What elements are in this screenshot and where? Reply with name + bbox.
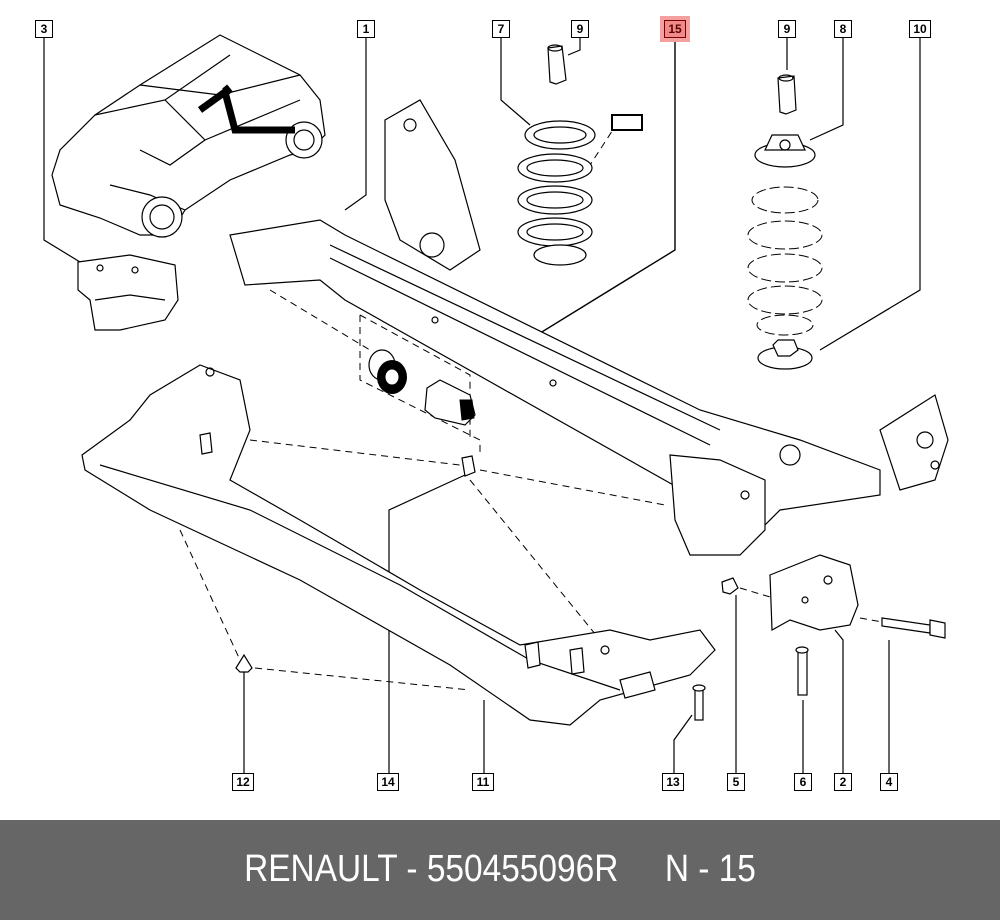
part-12-clip: [235, 653, 253, 673]
callout-9[interactable]: 9: [571, 20, 589, 38]
callout-10[interactable]: 10: [909, 20, 931, 38]
part-11-shield: [81, 364, 716, 726]
position-label: N - 15: [664, 848, 756, 890]
part-9-bump-stops: [547, 44, 797, 115]
callout-9[interactable]: 9: [778, 20, 796, 38]
callout-2[interactable]: 2: [834, 773, 852, 791]
callout-5[interactable]: 5: [727, 773, 745, 791]
part-6-bolt: [795, 646, 809, 696]
part-number: 550455096R: [426, 848, 619, 890]
part-13-screw: [692, 684, 706, 721]
part-1-axle-beam: [229, 99, 949, 556]
part-info-text: RENAULT - 550455096R N - 15: [60, 848, 940, 891]
callout-15-highlighted[interactable]: 15: [660, 16, 690, 42]
callout-12[interactable]: 12: [232, 773, 254, 791]
part-15-bushings: [368, 349, 476, 477]
brand-name: RENAULT: [244, 848, 398, 890]
part-8-upper-seat: [754, 134, 816, 168]
separator: -: [397, 848, 427, 890]
part-4-bolt: [881, 617, 946, 639]
exploded-parts-diagram: [43, 34, 949, 773]
callout-6[interactable]: 6: [794, 773, 812, 791]
part-10-lower-seat: [747, 186, 823, 370]
callout-4[interactable]: 4: [880, 773, 898, 791]
part-2-bracket: [769, 554, 859, 631]
callout-14[interactable]: 14: [377, 773, 399, 791]
callout-13[interactable]: 13: [662, 773, 684, 791]
callout-11[interactable]: 11: [472, 773, 494, 791]
leader-lines: [43, 37, 921, 773]
spacer: [618, 848, 664, 890]
part-5-nut: [721, 577, 739, 595]
part-info-footer: RENAULT - 550455096R N - 15: [0, 820, 1000, 920]
callout-8[interactable]: 8: [834, 20, 852, 38]
part-7-spring: [517, 114, 643, 266]
callout-7[interactable]: 7: [492, 20, 510, 38]
car-location-illustration: [51, 34, 326, 238]
callout-1[interactable]: 1: [357, 20, 375, 38]
part-3-bracket: [77, 254, 179, 331]
callout-3[interactable]: 3: [35, 20, 53, 38]
